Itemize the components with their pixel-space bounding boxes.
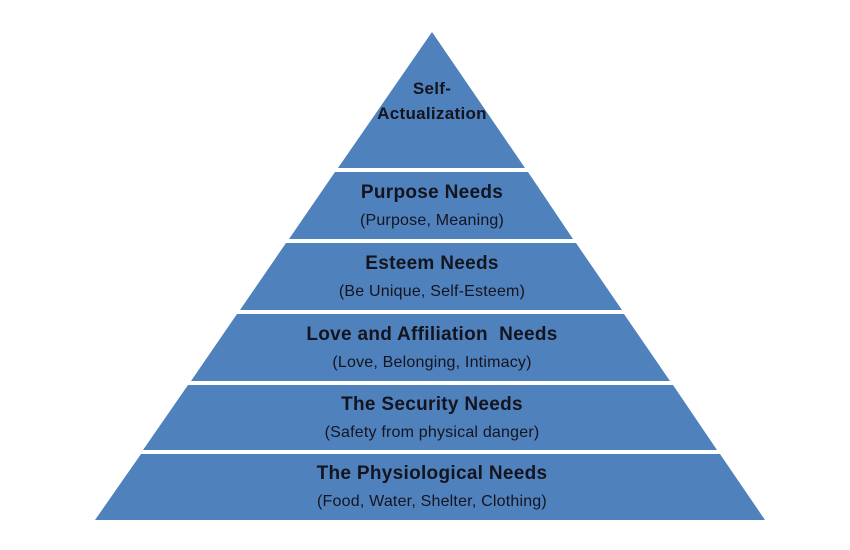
pyramid-level-2-shape — [289, 172, 573, 239]
pyramid-level-4-shape — [191, 314, 670, 381]
pyramid-diagram: Self- Actualization Purpose Needs (Purpo… — [95, 32, 765, 520]
pyramid-level-6-shape — [95, 454, 765, 520]
pyramid-level-5-shape — [143, 385, 717, 450]
pyramid-level-3-shape — [240, 243, 622, 310]
